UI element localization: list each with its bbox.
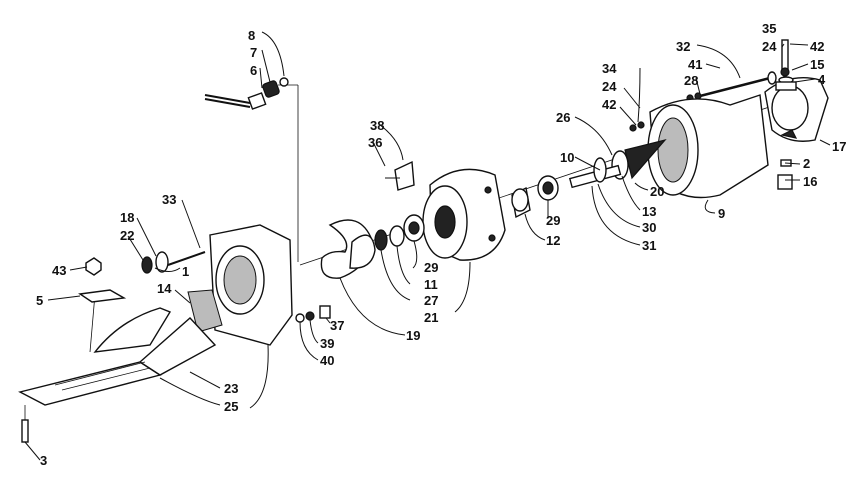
callout-40: 40 [320, 353, 334, 368]
callout-3: 3 [40, 453, 47, 468]
callout-29: 29 [424, 260, 438, 275]
callout-24: 24 [762, 39, 777, 54]
guide-line-left [89, 293, 96, 353]
callout-11: 11 [424, 277, 438, 292]
hardware-stack-37-39-40 [295, 305, 331, 323]
shaft-cone-part-20 [611, 138, 667, 180]
callout-35: 35 [762, 21, 776, 36]
nozzle-housing-part-9 [629, 94, 769, 199]
callout-labels: 8 7 6 35 24 42 15 4 32 41 28 34 24 42 26… [36, 21, 846, 468]
callout-12: 12 [546, 233, 560, 248]
callout-21: 21 [424, 310, 438, 325]
intake-housing-part-14 [187, 224, 293, 346]
callout-33: 33 [162, 192, 176, 207]
callout-5: 5 [36, 293, 43, 308]
callout-10: 10 [560, 150, 574, 165]
callout-4: 4 [818, 72, 826, 87]
callout-39: 39 [320, 336, 334, 351]
grate-ride-plate-part-23 [18, 307, 217, 406]
hardware-stack-33-18-22-1 [141, 251, 206, 274]
callout-24: 24 [602, 79, 617, 94]
callout-42: 42 [810, 39, 824, 54]
callout-27: 27 [424, 293, 438, 308]
callout-16: 16 [803, 174, 817, 189]
callout-36: 36 [368, 135, 382, 150]
seal-part-11 [389, 225, 405, 247]
callout-18: 18 [120, 210, 134, 225]
bolt-part-3 [21, 419, 29, 443]
washer-part-27 [374, 229, 388, 251]
bearing-part-29-lower [403, 214, 425, 242]
callout-2: 2 [803, 156, 810, 171]
hardware-stack-35-15-4 [775, 39, 797, 91]
callout-32: 32 [676, 39, 690, 54]
callout-30: 30 [642, 220, 656, 235]
bracket-part-5 [78, 289, 127, 303]
callout-13: 13 [642, 204, 656, 219]
callout-20: 20 [650, 184, 664, 199]
hardware-2-16 [777, 159, 793, 190]
callout-17: 17 [832, 139, 846, 154]
nut-part-43 [85, 257, 102, 276]
callout-9: 9 [718, 206, 725, 221]
callout-7: 7 [250, 45, 257, 60]
steering-cable [204, 77, 289, 110]
callout-6: 6 [250, 63, 257, 78]
bearing-part-29-upper [537, 175, 559, 201]
pump-housing-part-21 [422, 168, 506, 261]
steering-nozzle-part-17 [764, 77, 829, 142]
bracket-part-38-36 [385, 160, 415, 191]
callout-26: 26 [556, 110, 570, 125]
callout-8: 8 [248, 28, 255, 43]
callout-1: 1 [182, 264, 189, 279]
callout-28: 28 [684, 73, 698, 88]
callout-14: 14 [157, 281, 172, 296]
bushing-part-12 [511, 186, 531, 219]
callout-23: 23 [224, 381, 238, 396]
long-bolt-32 [686, 71, 777, 102]
callout-25: 25 [224, 399, 238, 414]
callout-43: 43 [52, 263, 66, 278]
callout-37: 37 [330, 318, 344, 333]
callout-29: 29 [546, 213, 560, 228]
callout-19: 19 [406, 328, 420, 343]
callout-34: 34 [602, 61, 617, 76]
callout-42: 42 [602, 97, 616, 112]
callout-41: 41 [688, 57, 702, 72]
callout-22: 22 [120, 228, 134, 243]
callout-31: 31 [642, 238, 656, 253]
impeller-part-19 [320, 219, 376, 279]
callout-15: 15 [810, 57, 824, 72]
leader-lines [24, 31, 831, 461]
callout-38: 38 [370, 118, 384, 133]
